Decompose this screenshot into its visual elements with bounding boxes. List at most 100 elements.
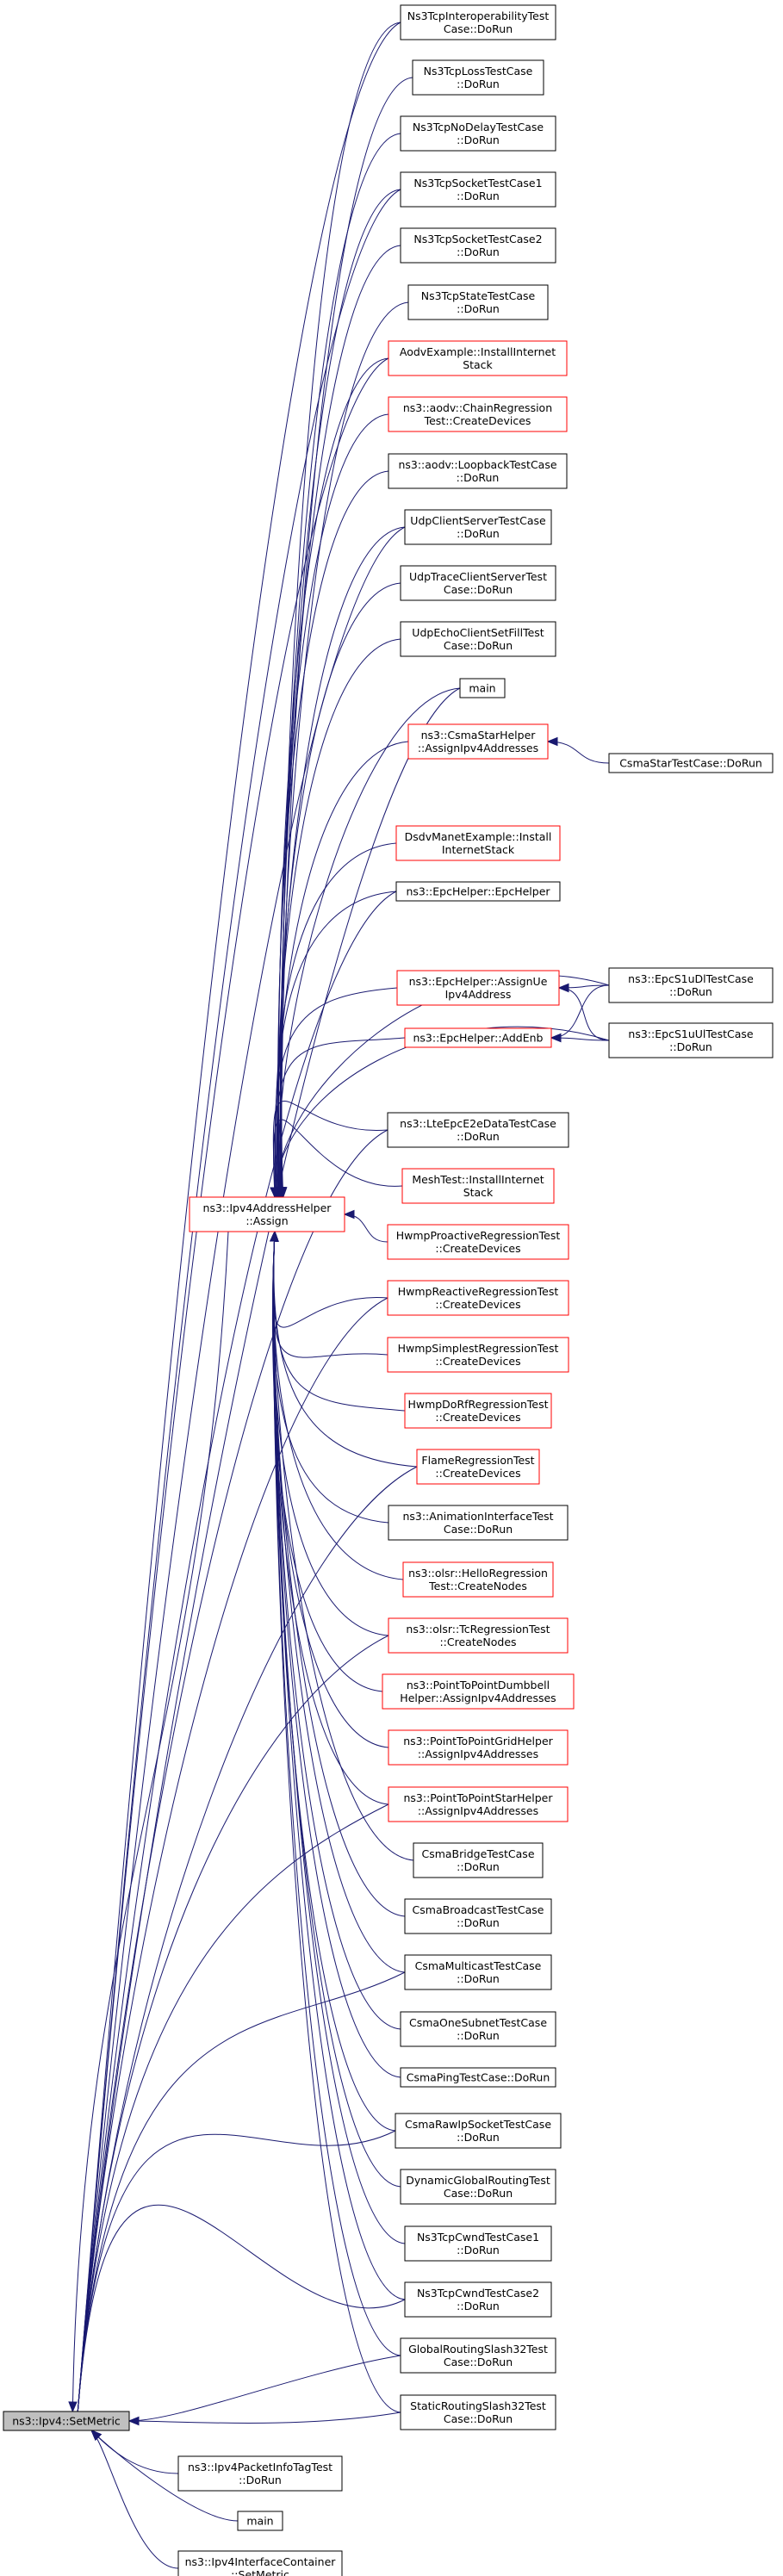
graph-node-main2[interactable]: main <box>237 2511 283 2531</box>
graph-node-n36[interactable]: CsmaPingTestCase::DoRun <box>400 2067 556 2088</box>
call-edge <box>275 891 397 1198</box>
node-box <box>400 2067 556 2088</box>
node-label: ::AssignIpv4Addresses <box>418 1747 538 1760</box>
node-box <box>404 2281 552 2318</box>
node-label: HwmpProactiveRegressionTest <box>396 1229 561 1242</box>
node-label: ::DoRun <box>457 1916 500 1929</box>
graph-node-n8[interactable]: ns3::aodv::ChainRegressionTest::CreateDe… <box>388 396 568 432</box>
node-box <box>404 1027 552 1048</box>
graph-node-n3[interactable]: Ns3TcpNoDelayTestCase::DoRun <box>400 115 556 152</box>
graph-node-n21[interactable]: HwmpProactiveRegressionTest::CreateDevic… <box>387 1224 569 1260</box>
call-edge <box>77 1129 388 2412</box>
call-edge <box>90 2430 239 2522</box>
edge-arrowhead <box>90 2430 103 2441</box>
graph-node-n25[interactable]: FlameRegressionTest::CreateDevices <box>416 1449 540 1485</box>
graph-node-n24[interactable]: HwmpDoRfRegressionTest::CreateDevices <box>404 1393 552 1429</box>
graph-node-n6[interactable]: Ns3TcpStateTestCase::DoRun <box>407 284 549 320</box>
graph-node-n5[interactable]: Ns3TcpSocketTestCase2::DoRun <box>400 227 556 264</box>
node-label: ns3::Ipv4::SetMetric <box>12 2415 121 2428</box>
node-box <box>407 284 549 320</box>
graph-node-n4[interactable]: Ns3TcpSocketTestCase1::DoRun <box>400 171 556 208</box>
node-label: InternetStack <box>442 843 515 856</box>
node-label: ns3::CsmaStarHelper <box>421 729 537 742</box>
graph-node-n16[interactable]: ns3::EpcHelper::EpcHelper <box>395 881 561 902</box>
node-label: HwmpReactiveRegressionTest <box>398 1285 559 1298</box>
node-label: Case::DoRun <box>444 2412 513 2425</box>
graph-node-n30[interactable]: ns3::PointToPointGridHelper::AssignIpv4A… <box>388 1729 569 1766</box>
call-edge <box>273 1231 406 1412</box>
node-label: ::DoRun <box>457 78 500 90</box>
graph-node-n2[interactable]: Ns3TcpLossTestCase::DoRun <box>412 59 544 96</box>
node-label: CsmaMulticastTestCase <box>415 1959 542 1972</box>
node-label: ns3::aodv::LoopbackTestCase <box>398 458 556 471</box>
node-label: ::DoRun <box>457 471 500 484</box>
call-edge <box>77 22 401 2412</box>
graph-node-n33[interactable]: CsmaBroadcastTestCase::DoRun <box>404 1898 552 1934</box>
edge-arrowhead <box>343 1209 355 1220</box>
graph-node-csmastar[interactable]: CsmaStarTestCase::DoRun <box>608 753 774 773</box>
node-label: Case::DoRun <box>444 22 513 35</box>
node-label: AodvExample::InstallInternet <box>400 345 556 358</box>
graph-node-n32[interactable]: CsmaBridgeTestCase::DoRun <box>413 1842 544 1878</box>
call-edge <box>272 1231 389 1805</box>
graph-node-epcdl[interactable]: ns3::EpcS1uDlTestCase::DoRun <box>608 967 774 1003</box>
graph-node-n18[interactable]: ns3::EpcHelper::AddEnb <box>404 1027 552 1048</box>
node-label: CsmaBroadcastTestCase <box>413 1903 544 1916</box>
node-label: ns3::PointToPointStarHelper <box>403 1791 553 1804</box>
graph-node-n29[interactable]: ns3::PointToPointDumbbellHelper::AssignI… <box>382 1673 575 1710</box>
graph-node-n31[interactable]: ns3::PointToPointStarHelper::AssignIpv4A… <box>388 1786 569 1822</box>
graph-node-n39[interactable]: Ns3TcpCwndTestCase1::DoRun <box>404 2225 552 2262</box>
call-edge <box>277 413 389 1198</box>
call-edge <box>280 189 401 1198</box>
graph-node-setmetric[interactable]: ns3::Ipv4::SetMetric <box>3 2411 130 2431</box>
node-box <box>400 2169 556 2205</box>
graph-node-n13[interactable]: main <box>459 678 506 698</box>
graph-node-n19[interactable]: ns3::LteEpcE2eDataTestCase::DoRun <box>387 1112 569 1148</box>
call-edge <box>272 1231 396 2132</box>
graph-node-n10[interactable]: UdpClientServerTestCase::DoRun <box>404 509 552 545</box>
graph-node-pkt[interactable]: ns3::Ipv4PacketInfoTagTest::DoRun <box>177 2455 343 2492</box>
node-label: ::DoRun <box>457 1130 500 1143</box>
graph-node-n23[interactable]: HwmpSimplestRegressionTest::CreateDevice… <box>387 1337 569 1373</box>
graph-node-n34[interactable]: CsmaMulticastTestCase::DoRun <box>404 1954 552 1990</box>
node-label: ns3::EpcHelper::AssignUe <box>409 975 548 988</box>
graph-node-n14[interactable]: ns3::CsmaStarHelper::AssignIpv4Addresses <box>407 723 549 760</box>
edge-arrowhead <box>270 1230 279 1242</box>
node-label: Ns3TcpStateTestCase <box>421 289 536 302</box>
node-box <box>177 2550 343 2576</box>
edge-arrowhead <box>557 983 569 993</box>
node-box <box>459 678 506 698</box>
graph-node-n22[interactable]: HwmpReactiveRegressionTest::CreateDevice… <box>387 1280 569 1316</box>
node-box <box>404 1898 552 1934</box>
node-label: ::CreateDevices <box>435 1298 520 1311</box>
node-box <box>404 2225 552 2262</box>
graph-node-n9[interactable]: ns3::aodv::LoopbackTestCase::DoRun <box>388 453 568 489</box>
graph-node-assign[interactable]: ns3::Ipv4AddressHelper::Assign <box>189 1196 345 1232</box>
graph-node-n35[interactable]: CsmaOneSubnetTestCase::DoRun <box>400 2011 556 2047</box>
node-label: ::CreateDevices <box>435 1411 520 1424</box>
node-box <box>404 1954 552 1990</box>
graph-node-n37[interactable]: CsmaRawIpSocketTestCase::DoRun <box>395 2113 562 2149</box>
node-label: ns3::EpcS1uUlTestCase <box>628 1027 753 1040</box>
node-label: HwmpSimplestRegressionTest <box>398 1342 559 1355</box>
node-label: ::DoRun <box>457 2244 500 2256</box>
graph-node-n28[interactable]: ns3::olsr::TcRegressionTest::CreateNodes <box>388 1617 569 1654</box>
graph-node-n40[interactable]: Ns3TcpCwndTestCase2::DoRun <box>404 2281 552 2318</box>
call-edge <box>277 526 406 1198</box>
graph-node-epcul[interactable]: ns3::EpcS1uUlTestCase::DoRun <box>608 1022 774 1058</box>
call-edge <box>273 1231 414 1861</box>
graph-node-ifc[interactable]: ns3::Ipv4InterfaceContainer::SetMetric <box>177 2550 343 2576</box>
call-edge <box>344 1214 388 1243</box>
graph-node-n27[interactable]: ns3::olsr::HelloRegressionTest::CreateNo… <box>402 1561 554 1598</box>
